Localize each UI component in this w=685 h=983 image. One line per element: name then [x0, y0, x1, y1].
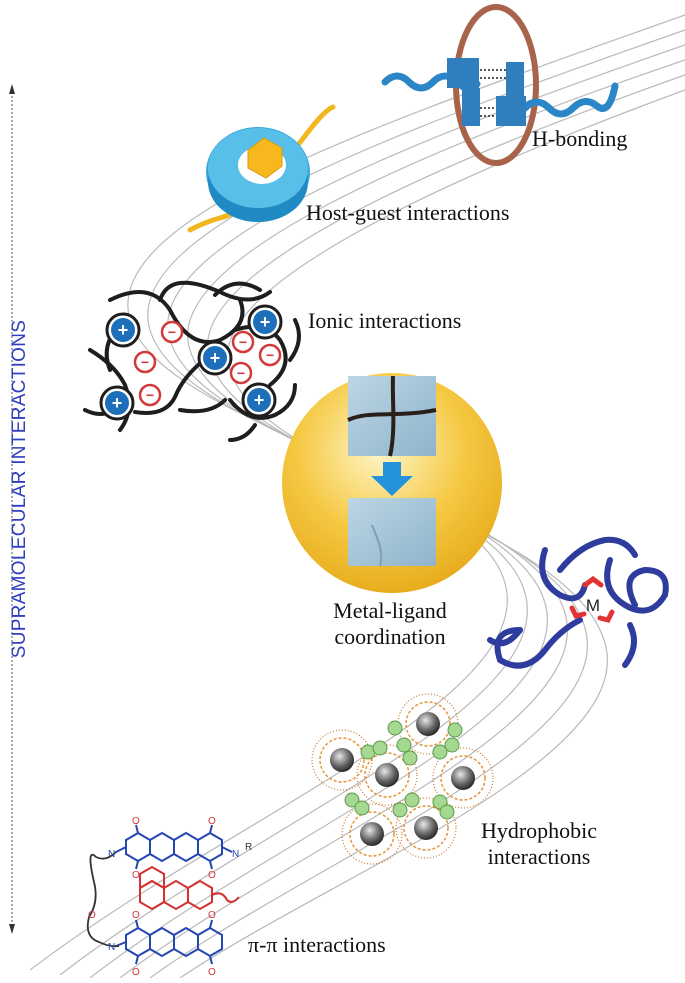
pyrene-middle	[139, 865, 240, 911]
green-beads	[344, 720, 463, 820]
hbond-block-right-top	[506, 62, 524, 96]
crack-line	[347, 375, 437, 457]
oxygen-label: O	[208, 967, 216, 978]
oxygen-label: O	[208, 816, 216, 827]
label-metal-ligand-line1: Metal-ligand	[333, 598, 447, 623]
ionic-illustration: + + + + + − −	[83, 280, 301, 442]
nitrogen-label: N	[232, 849, 239, 860]
hbond-block-right-bottom	[496, 96, 526, 126]
hbond-block-left-bottom	[462, 88, 480, 126]
micelle-core	[375, 763, 399, 787]
nitrogen-label: N	[108, 849, 115, 860]
micelle-core	[416, 712, 440, 736]
cation-blue-2: +	[99, 385, 135, 421]
cation-symbol: +	[254, 390, 265, 410]
nitrogen-label: N	[108, 942, 115, 953]
h-bonding-illustration	[381, 4, 619, 166]
micelle-core	[330, 748, 354, 772]
naphthalene-diimide-bottom	[115, 919, 223, 965]
cation-blue-4: +	[247, 304, 283, 340]
oxygen-label: O	[208, 870, 216, 881]
oxygen-label: O	[208, 910, 216, 921]
cation-blue-5: +	[241, 382, 277, 418]
anion-symbol: −	[239, 334, 247, 350]
anion-symbol: −	[266, 347, 274, 363]
micrograph-healed	[348, 498, 436, 566]
oxygen-label: O	[132, 816, 140, 827]
label-ionic: Ionic interactions	[308, 308, 462, 333]
self-healing-illustration	[282, 373, 502, 593]
label-h-bonding: H-bonding	[532, 126, 628, 151]
axis-arrow-up-icon	[9, 84, 15, 94]
guest-molecule	[247, 137, 283, 179]
label-hydrophobic-line1: Hydrophobic	[480, 818, 598, 843]
anion-symbol: −	[168, 324, 176, 340]
pi-linker-chain	[86, 851, 120, 948]
hbond-dashes	[480, 69, 506, 117]
micelle-core	[451, 766, 475, 790]
healed-crack-trace	[371, 524, 383, 567]
naphthalene-diimide-top	[115, 824, 233, 870]
healing-arrow-icon	[371, 462, 413, 496]
pi-atom-labels: O O O O N R N O O O N O O	[88, 816, 252, 978]
anion-red-5: −	[258, 343, 282, 367]
axis-title: SUPRAMOLECULAR INTERACTIONS	[9, 319, 30, 659]
wavy-strand-right	[521, 82, 619, 118]
hbond-block-left-top	[447, 58, 479, 88]
label-hydrophobic: Hydrophobic interactions	[464, 818, 614, 870]
micelle-core	[360, 822, 384, 846]
oxygen-label: O	[88, 910, 96, 921]
label-pi-pi: π-π interactions	[248, 932, 386, 957]
oxygen-label: O	[132, 910, 140, 921]
anion-red-6: −	[229, 361, 253, 385]
cation-symbol: +	[112, 393, 123, 413]
vertical-axis	[9, 84, 15, 934]
label-metal-ligand-line2: coordination	[334, 624, 446, 649]
metal-symbol: M	[586, 596, 600, 615]
cation-symbol: +	[260, 312, 271, 332]
pi-pi-illustration	[86, 824, 240, 965]
label-hydrophobic-line2: interactions	[487, 844, 591, 869]
micelle-core	[414, 816, 438, 840]
metal-ligand-illustration: M	[487, 536, 669, 669]
anion-red-3: −	[138, 383, 162, 407]
host-guest-illustration	[187, 104, 336, 233]
label-metal-ligand: Metal-ligand coordination	[305, 598, 475, 650]
cation-symbol: +	[118, 320, 129, 340]
anion-symbol: −	[237, 365, 245, 381]
label-host-guest: Host-guest interactions	[306, 200, 510, 225]
oxygen-label: O	[132, 870, 140, 881]
cation-blue-3: +	[197, 340, 233, 376]
hydrophobic-illustration	[311, 693, 494, 865]
cation-symbol: +	[210, 348, 221, 368]
anion-symbol: −	[141, 354, 149, 370]
cation-blue-1: +	[105, 312, 141, 348]
hydrophobic-halos-inner	[319, 701, 486, 857]
anion-symbol: −	[146, 387, 154, 403]
anion-red-4: −	[231, 330, 255, 354]
anion-red-2: −	[133, 350, 157, 374]
anion-red-1: −	[160, 320, 184, 344]
r-group-label: R	[245, 842, 252, 853]
oxygen-label: O	[132, 967, 140, 978]
axis-arrow-down-icon	[9, 924, 15, 934]
